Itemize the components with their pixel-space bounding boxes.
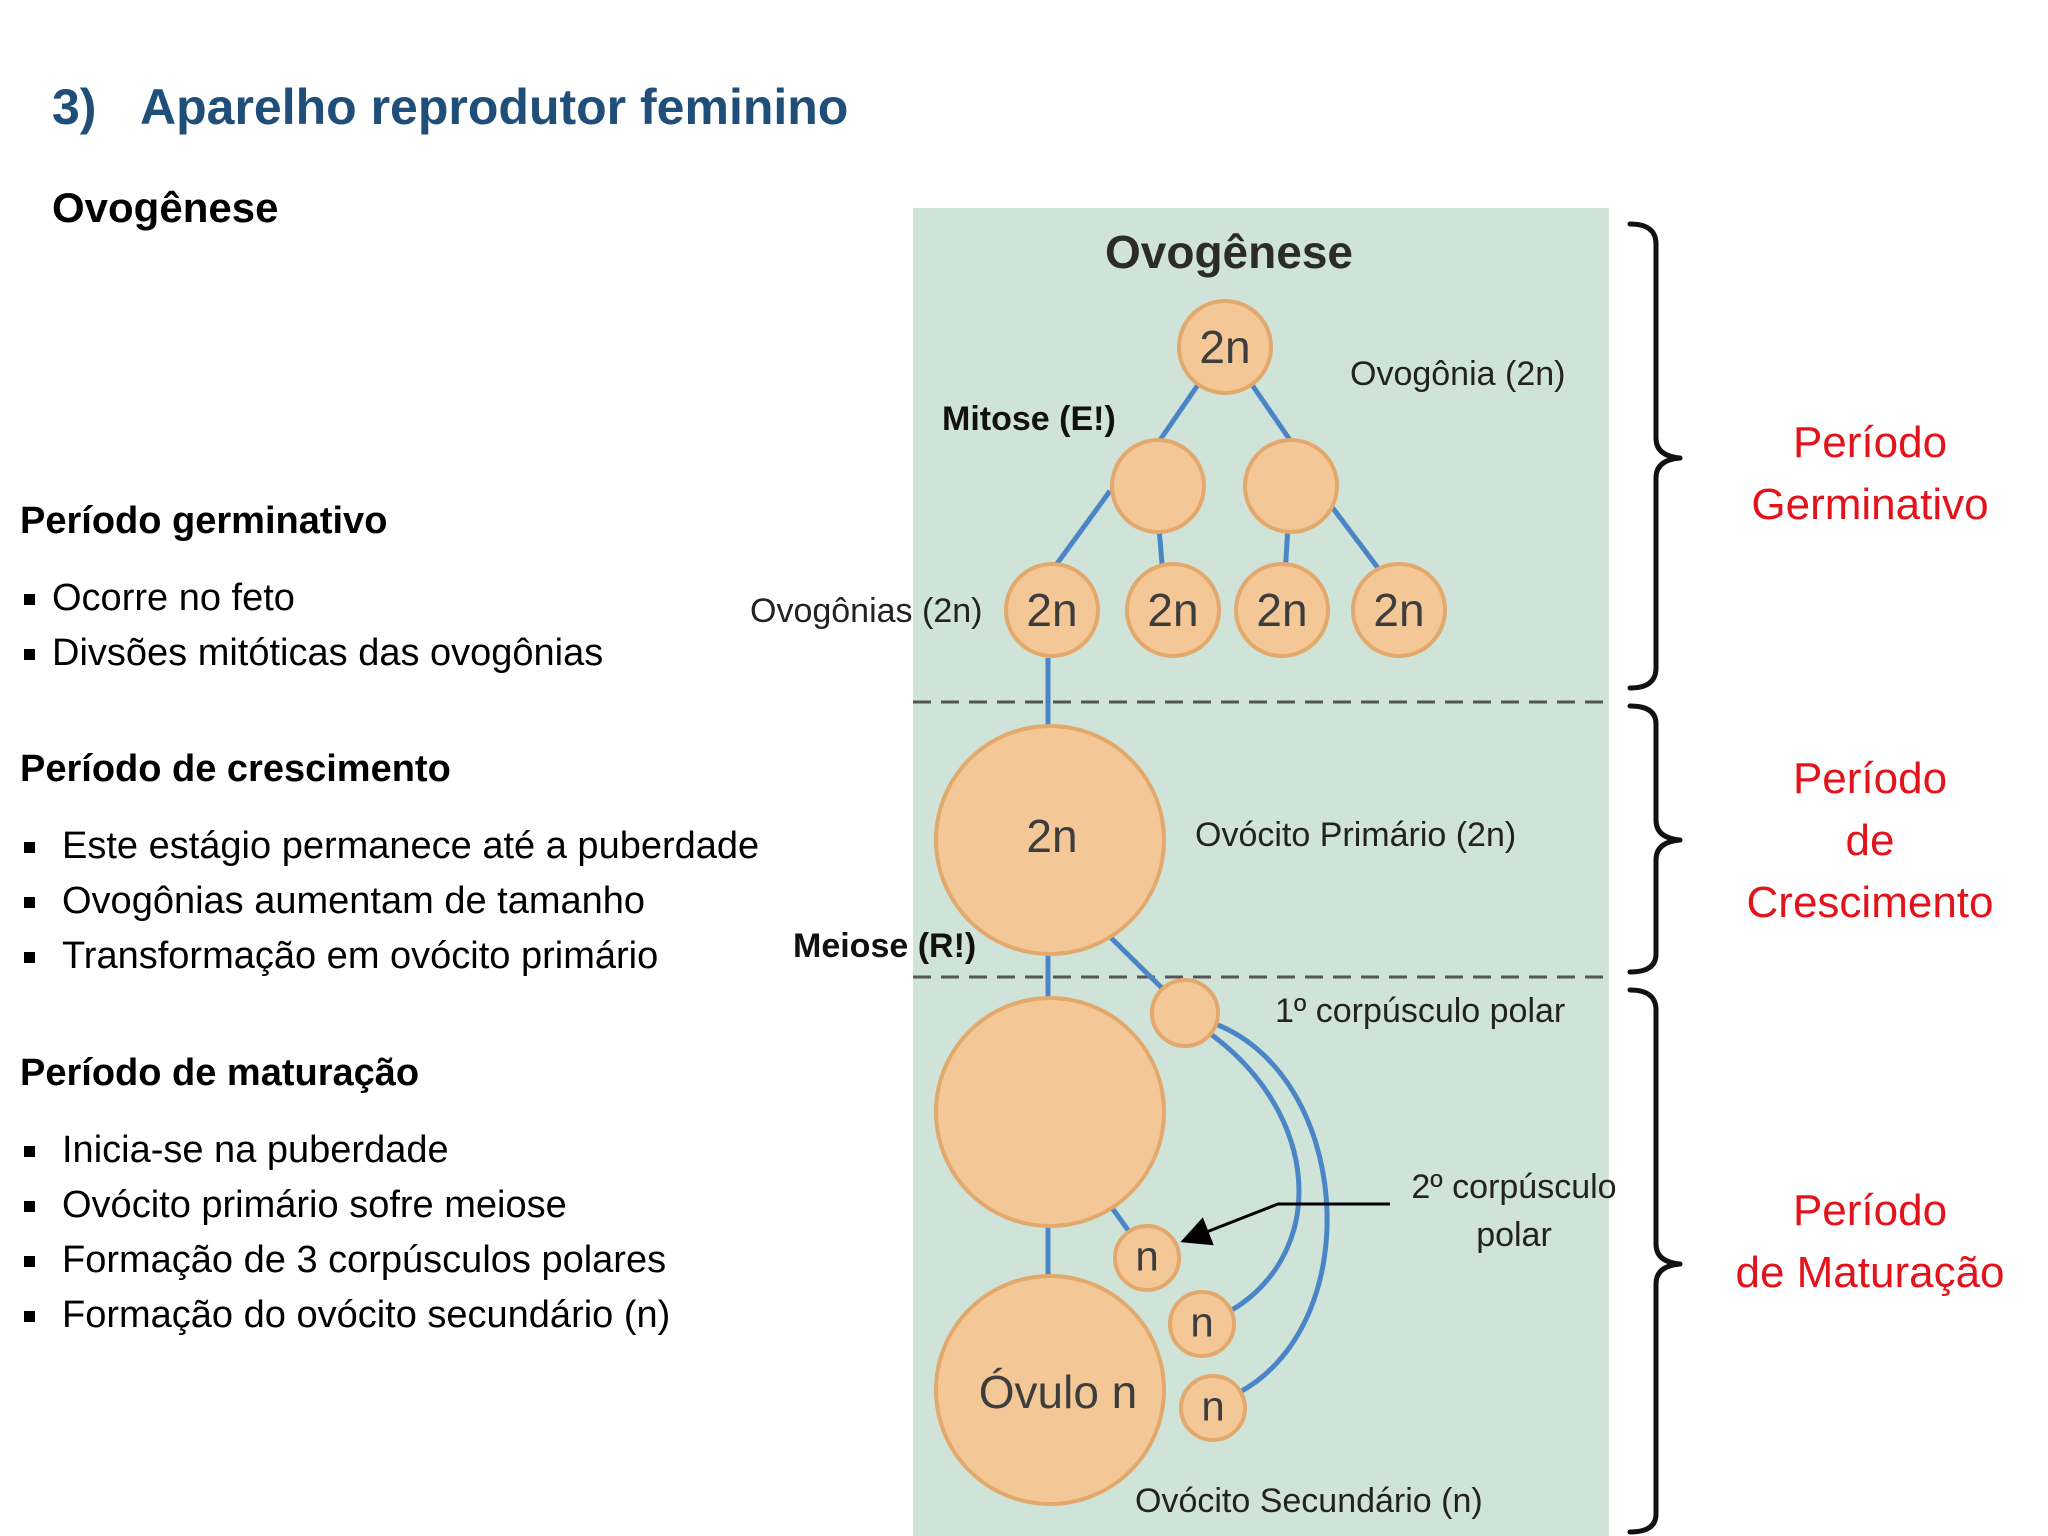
period-label-line: de (1845, 816, 1895, 865)
brace-crescimento (1627, 703, 1683, 975)
bullet-item: Formação do ovócito secundário (n) (20, 1288, 670, 1343)
period-label-line: de Maturação (1735, 1248, 2005, 1297)
period-label-line: Germinativo (1751, 480, 1989, 529)
mitose-label: Mitose (E!) (942, 400, 1116, 438)
period-label-germinativo: Período Germinativo (1700, 412, 2040, 536)
section-maturacao: Período de maturação Inicia-se na puberd… (20, 1052, 670, 1343)
bullet-item: Ovogônias aumentam de tamanho (20, 874, 759, 929)
section-crescimento: Período de crescimento Este estágio perm… (20, 748, 759, 984)
bullet-item: Ocorre no feto (20, 571, 603, 626)
meiose-label: Meiose (R!) (793, 927, 976, 965)
ovogonia-cell (1234, 562, 1330, 658)
ploidy-label: 2n (1256, 584, 1307, 636)
ovogonia-cell (1177, 299, 1273, 395)
bullet-item: Divsões mitóticas das ovogônias (20, 626, 603, 681)
mitosis-cell (1243, 438, 1339, 534)
ploidy-label: n (1201, 1383, 1224, 1430)
section-germinativo: Período germinativo Ocorre no feto Divsõ… (20, 500, 603, 681)
period-label-line: Período (1792, 754, 1948, 803)
ovogonia-label: Ovogônia (2n) (1350, 355, 1565, 393)
page-title: 3) Aparelho reprodutor feminino (52, 78, 848, 136)
brace-germinativo (1627, 221, 1683, 691)
ovogonia-cell (1004, 562, 1100, 658)
period-label-line: Período (1792, 418, 1948, 467)
period-label-maturacao: Período de Maturação (1700, 1180, 2040, 1304)
ploidy-label: 2n (1026, 584, 1077, 636)
ovogonias-label: Ovogônias (2n) (750, 592, 982, 630)
ovocito-primario-label: Ovócito Primário (2n) (1195, 816, 1516, 854)
ovocito-secundario-cell (934, 996, 1166, 1228)
bullet-list: Este estágio permanece até a puberdade O… (20, 819, 759, 984)
mitosis-cell (1110, 438, 1206, 534)
ploidy-label: 2n (1026, 810, 1077, 862)
arrow-icon (1180, 1202, 1390, 1246)
period-label-line: Período (1792, 1186, 1948, 1235)
bullet-item: Formação de 3 corpúsculos polares (20, 1233, 670, 1288)
page-subtitle: Ovogênese (52, 184, 279, 231)
cells (934, 299, 1447, 1506)
corpusculo-polar-cell (1150, 978, 1220, 1048)
section-heading: Período de crescimento (20, 748, 451, 790)
ovogonia-cell (1351, 562, 1447, 658)
corpusculo2-label: polar (1476, 1216, 1552, 1254)
bullet-item: Este estágio permanece até a puberdade (20, 819, 759, 874)
corpusculo-polar-cell (1113, 1224, 1181, 1292)
bullet-list: Ocorre no feto Divsões mitóticas das ovo… (20, 571, 603, 681)
corpusculo2-label: 2º corpúsculo (1411, 1168, 1616, 1206)
ploidy-label: 2n (1373, 584, 1424, 636)
ploidy-label: n (1135, 1233, 1158, 1280)
title-text: Aparelho reprodutor feminino (140, 79, 849, 135)
bullet-item: Inicia-se na puberdade (20, 1123, 670, 1178)
ploidy-label: 2n (1199, 321, 1250, 373)
ploidy-label: 2n (1147, 584, 1198, 636)
ploidy-label: n (1190, 1299, 1213, 1346)
ovulo-label: Óvulo n (979, 1366, 1138, 1418)
ovocito-secundario-label: Ovócito Secundário (n) (1135, 1482, 1483, 1520)
period-label-line: Crescimento (1746, 878, 1994, 927)
corpusculo-polar-cell (1168, 1290, 1236, 1358)
brace-maturacao (1627, 987, 1683, 1535)
section-heading: Período de maturação (20, 1052, 420, 1094)
diagram-title: Ovogênese (1105, 226, 1353, 278)
bullet-item: Ovócito primário sofre meiose (20, 1178, 670, 1233)
bullet-list: Inicia-se na puberdade Ovócito primário … (20, 1123, 670, 1343)
ovogonia-cell (1125, 562, 1221, 658)
bullet-item: Transformação em ovócito primário (20, 929, 759, 984)
section-heading: Período germinativo (20, 500, 388, 542)
corpusculo-polar-cell (1179, 1374, 1247, 1442)
period-label-crescimento: Período de Crescimento (1700, 748, 2040, 934)
ovulo-cell (934, 1274, 1166, 1506)
ovocito-primario-cell (934, 724, 1166, 956)
corpusculo1-label: 1º corpúsculo polar (1275, 992, 1565, 1030)
title-number: 3) (52, 79, 97, 135)
